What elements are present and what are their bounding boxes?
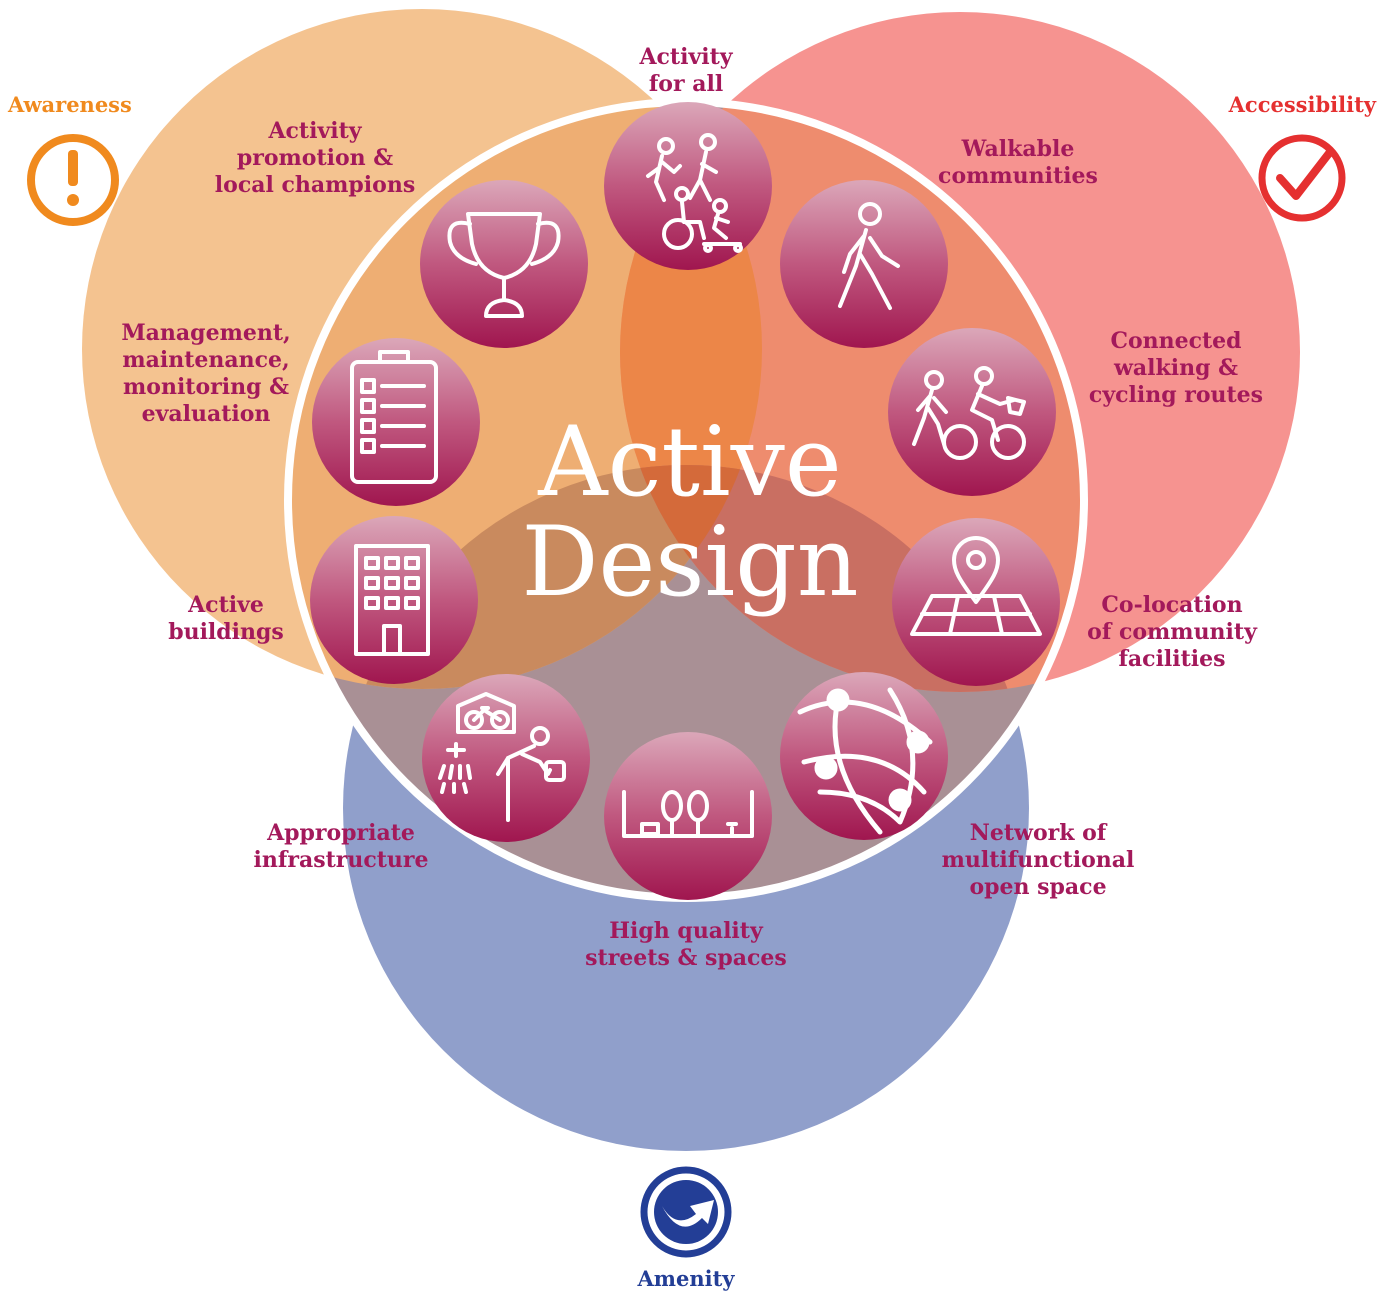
clipboard-checklist-icon [312, 338, 480, 506]
building-icon [310, 516, 478, 684]
awareness-label: Awareness [8, 92, 132, 117]
title-design: Design [521, 506, 859, 618]
amenity-label: Amenity [637, 1266, 735, 1291]
label-management: Management,maintenance,monitoring &evalu… [121, 320, 291, 427]
people-activity-icon [604, 102, 772, 270]
checkmark-icon [1258, 134, 1346, 222]
walk-and-cycle-icon [888, 328, 1056, 496]
network-globe-icon [780, 672, 948, 840]
street-trees-icon [604, 732, 772, 900]
accessibility-label: Accessibility [1228, 92, 1376, 117]
walking-person-icon [780, 180, 948, 348]
title-active: Active [538, 406, 842, 518]
exclamation-icon [27, 134, 119, 226]
bike-shed-shower-icon [422, 674, 590, 842]
map-pin-icon [892, 518, 1060, 686]
arrow-circle-icon [640, 1166, 732, 1258]
trophy-icon [420, 180, 588, 348]
